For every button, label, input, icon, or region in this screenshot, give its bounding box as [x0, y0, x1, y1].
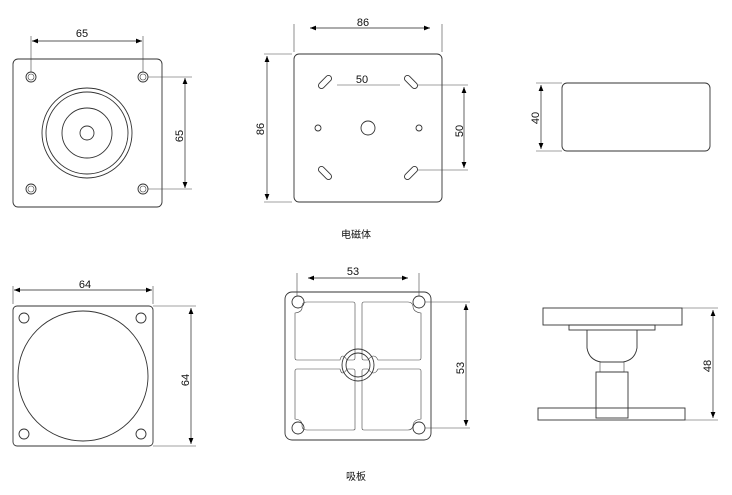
electromagnet-back-view: 86 86 50 50 [255, 17, 468, 203]
electromagnet-side-view: 40 [530, 82, 711, 152]
dimension-label-width: 53 [347, 266, 359, 278]
side-hole-left [314, 124, 322, 132]
mounting-holes [18, 312, 147, 440]
dimension-label-width: 86 [357, 17, 369, 29]
top-plate [542, 307, 683, 326]
plate-outline [284, 291, 432, 441]
slot-spacing-label-vertical: 50 [454, 125, 466, 137]
center-hole [345, 352, 371, 378]
slot-spacing-label-horizontal: 50 [356, 74, 368, 86]
pocket-cavities [294, 301, 422, 431]
mounting-holes [291, 295, 426, 435]
armature-plate-caption: 吸板 [346, 472, 366, 483]
electromagnet-side-outline [561, 82, 711, 152]
mounting-holes [25, 71, 149, 195]
base-plate [537, 407, 686, 421]
armature-plate-front-view: 64 64 [12, 279, 196, 447]
dimension-label-height: 53 [455, 362, 467, 374]
center-hole [360, 120, 376, 136]
top-plate-flange [568, 324, 656, 331]
mounting-plate-outline [293, 53, 443, 203]
slotted-holes [318, 75, 418, 180]
plate-face-circle [17, 310, 149, 442]
dimension-label-height: 40 [530, 112, 542, 124]
dimension-label-height: 48 [702, 360, 714, 372]
center-boss-outer [341, 348, 375, 382]
stem [595, 371, 629, 419]
armature-plate-side-view: 48 [537, 307, 718, 421]
dimension-label-height: 65 [174, 130, 186, 142]
electromagnet-body-outline [12, 58, 163, 208]
armature-plate-back-view: 53 53 [284, 266, 470, 441]
dimension-label-height: 86 [255, 123, 267, 135]
ball-joint-housing [586, 330, 638, 363]
side-hole-right [415, 124, 423, 132]
electromagnet-caption: 电磁体 [341, 230, 371, 241]
dimension-label-width: 65 [76, 28, 88, 40]
electromagnet-front-view: 65 65 [12, 28, 192, 208]
magnet-core-rings [41, 87, 133, 179]
neck [599, 361, 625, 373]
dimension-label-height: 64 [180, 374, 192, 386]
plate-outline [12, 305, 154, 447]
dimension-label-width: 64 [79, 279, 91, 291]
